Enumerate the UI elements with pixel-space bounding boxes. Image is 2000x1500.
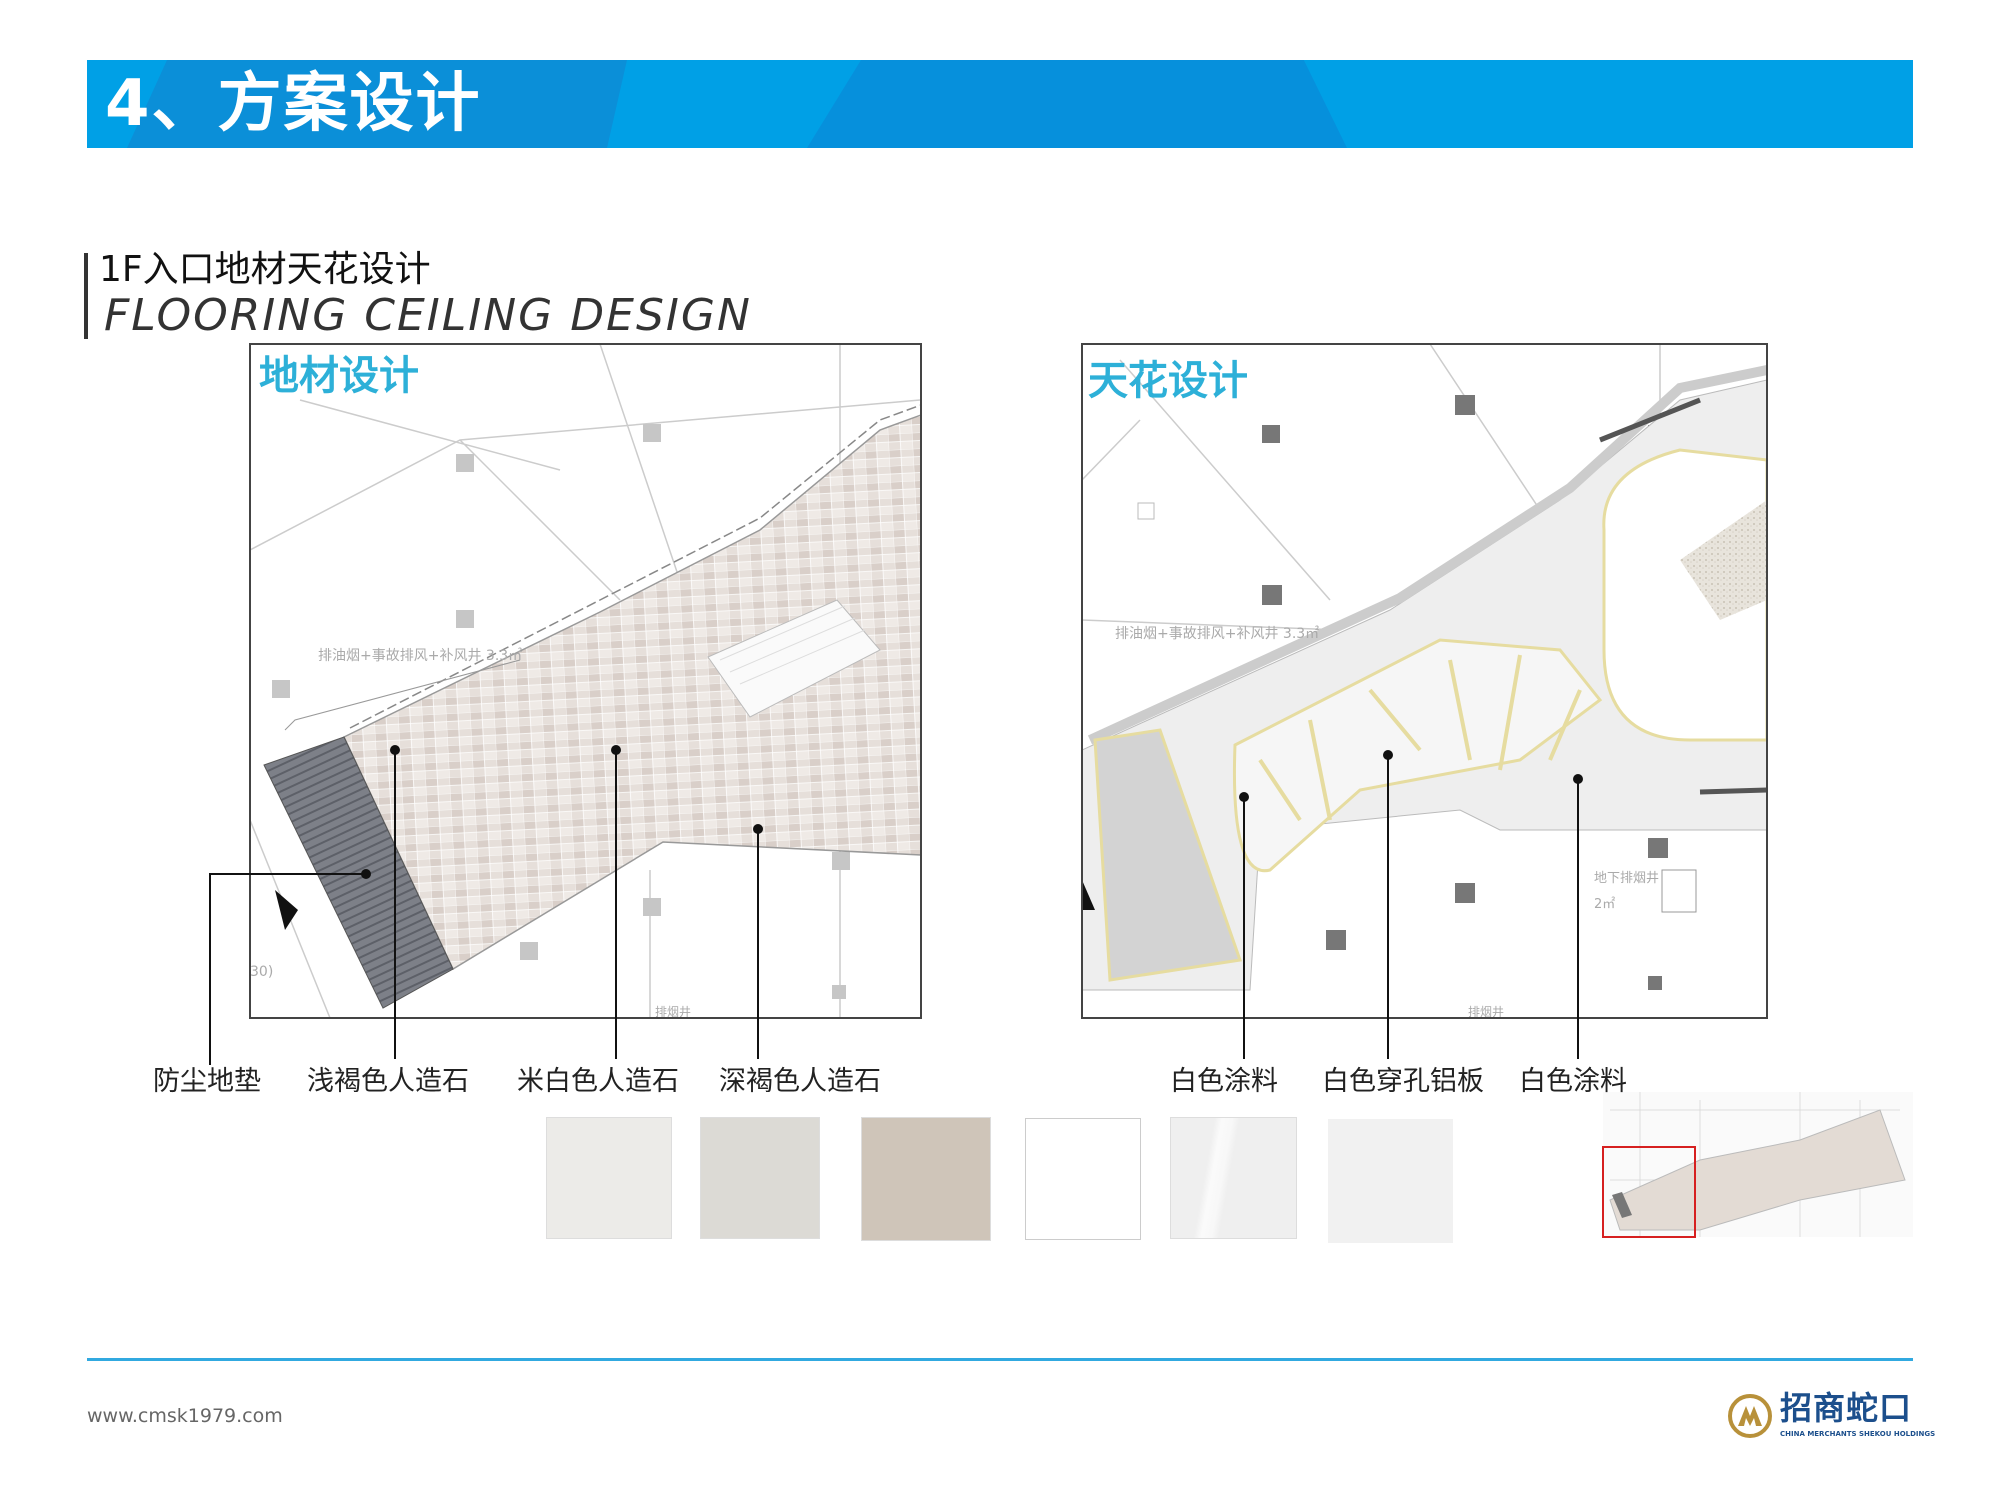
label-perforated-aluminum: 白色穿孔铝板 [1322, 1066, 1484, 1097]
key-plan-minimap [1602, 1092, 1913, 1238]
shaft-annotation: 排烟井 [655, 1005, 691, 1019]
flooring-panel-title: 地材设计 [259, 353, 419, 399]
section-title-en: FLOORING CEILING DESIGN [104, 290, 752, 341]
leader-dots [361, 745, 1583, 879]
section-title-cn: 1F入口地材天花设计 [99, 249, 431, 290]
swatch-white-paint [1328, 1119, 1453, 1243]
ceiling-plan: 排油烟+事故排风+补风井 3.3㎡ 地下排烟井 2㎡ 排烟井 [1082, 344, 1767, 1019]
label-white-paint: 白色涂料 [1519, 1066, 1627, 1097]
header-bar: 4、方案设计 [87, 60, 1913, 148]
company-logo: 招商蛇口 CHINA MERCHANTS SHEKOU HOLDINGS [1726, 1389, 1935, 1444]
ceiling-panel-frame [1081, 343, 1768, 1019]
footer-url[interactable]: www.cmsk1979.com [87, 1405, 283, 1427]
entrance-arrow-icon [275, 890, 298, 930]
vent-annotation: 排油烟+事故排风+补风井 3.3㎡ [318, 648, 522, 664]
flooring-panel-frame [249, 343, 922, 1019]
swatch-light-brown-stone [546, 1117, 672, 1239]
label-dark-brown-stone: 深褐色人造石 [719, 1066, 881, 1097]
label-beige-stone: 米白色人造石 [517, 1066, 679, 1097]
shaft-annotation: 地下排烟井 [1594, 871, 1659, 886]
shaft-area: 2㎡ [1594, 897, 1615, 912]
dimension-annotation: 30) [250, 964, 273, 980]
minimap-highlight [1602, 1146, 1696, 1238]
logo-text-cn: 招商蛇口 [1780, 1389, 1913, 1427]
header-decoration [807, 60, 1347, 148]
label-dust-mat: 防尘地垫 [153, 1066, 261, 1097]
section-title-bar [84, 253, 88, 339]
logo-text-en: CHINA MERCHANTS SHEKOU HOLDINGS [1780, 1430, 1936, 1438]
leader-lines [209, 750, 1579, 1065]
vent-annotation: 排油烟+事故排风+补风井 3.3㎡ [1115, 626, 1319, 642]
ceiling-panel-title: 天花设计 [1088, 358, 1248, 404]
shaft-annotation: 排烟井 [1468, 1005, 1504, 1019]
entrance-arrow-icon [1082, 880, 1095, 910]
footer-divider [87, 1358, 1913, 1361]
header-decoration [127, 60, 627, 148]
logo-emblem-icon [1728, 1394, 1772, 1438]
flooring-plan: 排油烟+事故排风+补风井 3.3㎡ 排烟井 30) [250, 344, 921, 1019]
swatch-white-paint [1025, 1118, 1141, 1240]
swatch-perforated-aluminum [1170, 1117, 1297, 1239]
label-white-paint: 白色涂料 [1170, 1066, 1278, 1097]
page-title: 4、方案设计 [105, 67, 482, 141]
swatch-beige-stone [700, 1117, 820, 1239]
swatch-dark-brown-stone [861, 1117, 991, 1241]
label-light-brown-stone: 浅褐色人造石 [307, 1066, 469, 1097]
